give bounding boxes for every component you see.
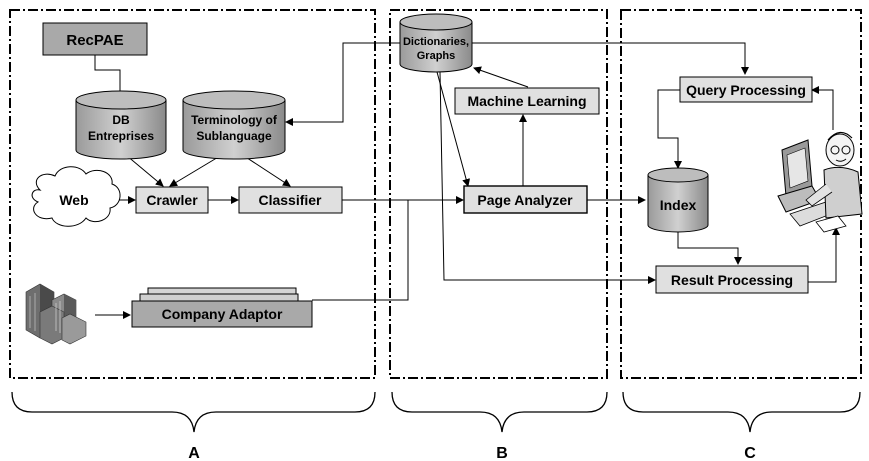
terminology-label-1: Terminology of — [191, 113, 278, 127]
dictionaries-label-1: Dictionaries, — [403, 36, 469, 48]
recpae-label: RecPAE — [66, 32, 123, 49]
web-label: Web — [59, 192, 88, 208]
result-processing-box: Result Processing — [655, 265, 809, 294]
terminology-label-2: Sublanguage — [196, 129, 272, 143]
edge-dictionaries-query — [472, 42, 749, 75]
dictionaries-label-2: Graphs — [417, 50, 456, 62]
company-adaptor-label: Company Adaptor — [162, 306, 283, 322]
edge-ml-dictionaries — [473, 66, 529, 88]
edge-recpae-db — [94, 55, 124, 101]
brace-b — [391, 391, 608, 433]
recpae-box: RecPAE — [42, 22, 148, 56]
page-analyzer-box: Page Analyzer — [463, 185, 588, 214]
machine-learning-box: Machine Learning — [454, 87, 600, 115]
db-entreprises-cylinder: DB Entreprises — [75, 90, 167, 160]
query-processing-label: Query Processing — [686, 82, 806, 98]
query-processing-box: Query Processing — [679, 76, 813, 103]
section-label-c: C — [744, 445, 756, 461]
classifier-label: Classifier — [258, 192, 322, 208]
dictionaries-cylinder: Dictionaries, Graphs — [399, 13, 473, 73]
db-entreprises-label-1: DB — [112, 113, 130, 127]
brace-a — [11, 391, 376, 433]
edge-result-user — [808, 227, 840, 283]
section-label-a: A — [188, 445, 200, 461]
company-adaptor-box: Company Adaptor — [131, 287, 313, 328]
user-at-computer-icon — [777, 131, 863, 233]
crawler-label: Crawler — [146, 192, 198, 208]
edge-query-index — [657, 89, 682, 169]
section-a-frame — [9, 9, 376, 379]
crawler-box: Crawler — [135, 186, 209, 214]
index-label: Index — [660, 197, 697, 213]
edge-index-result — [677, 230, 742, 265]
page-analyzer-label: Page Analyzer — [477, 192, 573, 208]
result-processing-label: Result Processing — [671, 272, 793, 288]
classifier-box: Classifier — [238, 186, 343, 214]
edge-dictionaries-result — [439, 71, 656, 284]
edge-user-query — [811, 86, 834, 130]
buildings-icon — [25, 283, 87, 345]
edge-adaptor-pageanalyzer — [312, 200, 409, 301]
edge-dictionaries-terminology — [285, 42, 400, 126]
web-cloud: Web — [31, 166, 121, 227]
terminology-cylinder: Terminology of Sublanguage — [182, 90, 286, 160]
index-cylinder: Index — [647, 167, 709, 233]
section-label-b: B — [496, 445, 508, 461]
section-c-frame — [620, 9, 862, 379]
machine-learning-label: Machine Learning — [467, 93, 586, 109]
section-b-frame — [389, 9, 608, 379]
db-entreprises-label-2: Entreprises — [88, 129, 154, 143]
brace-c — [622, 391, 861, 433]
edge-dictionaries-pageanalyzer — [436, 71, 471, 187]
